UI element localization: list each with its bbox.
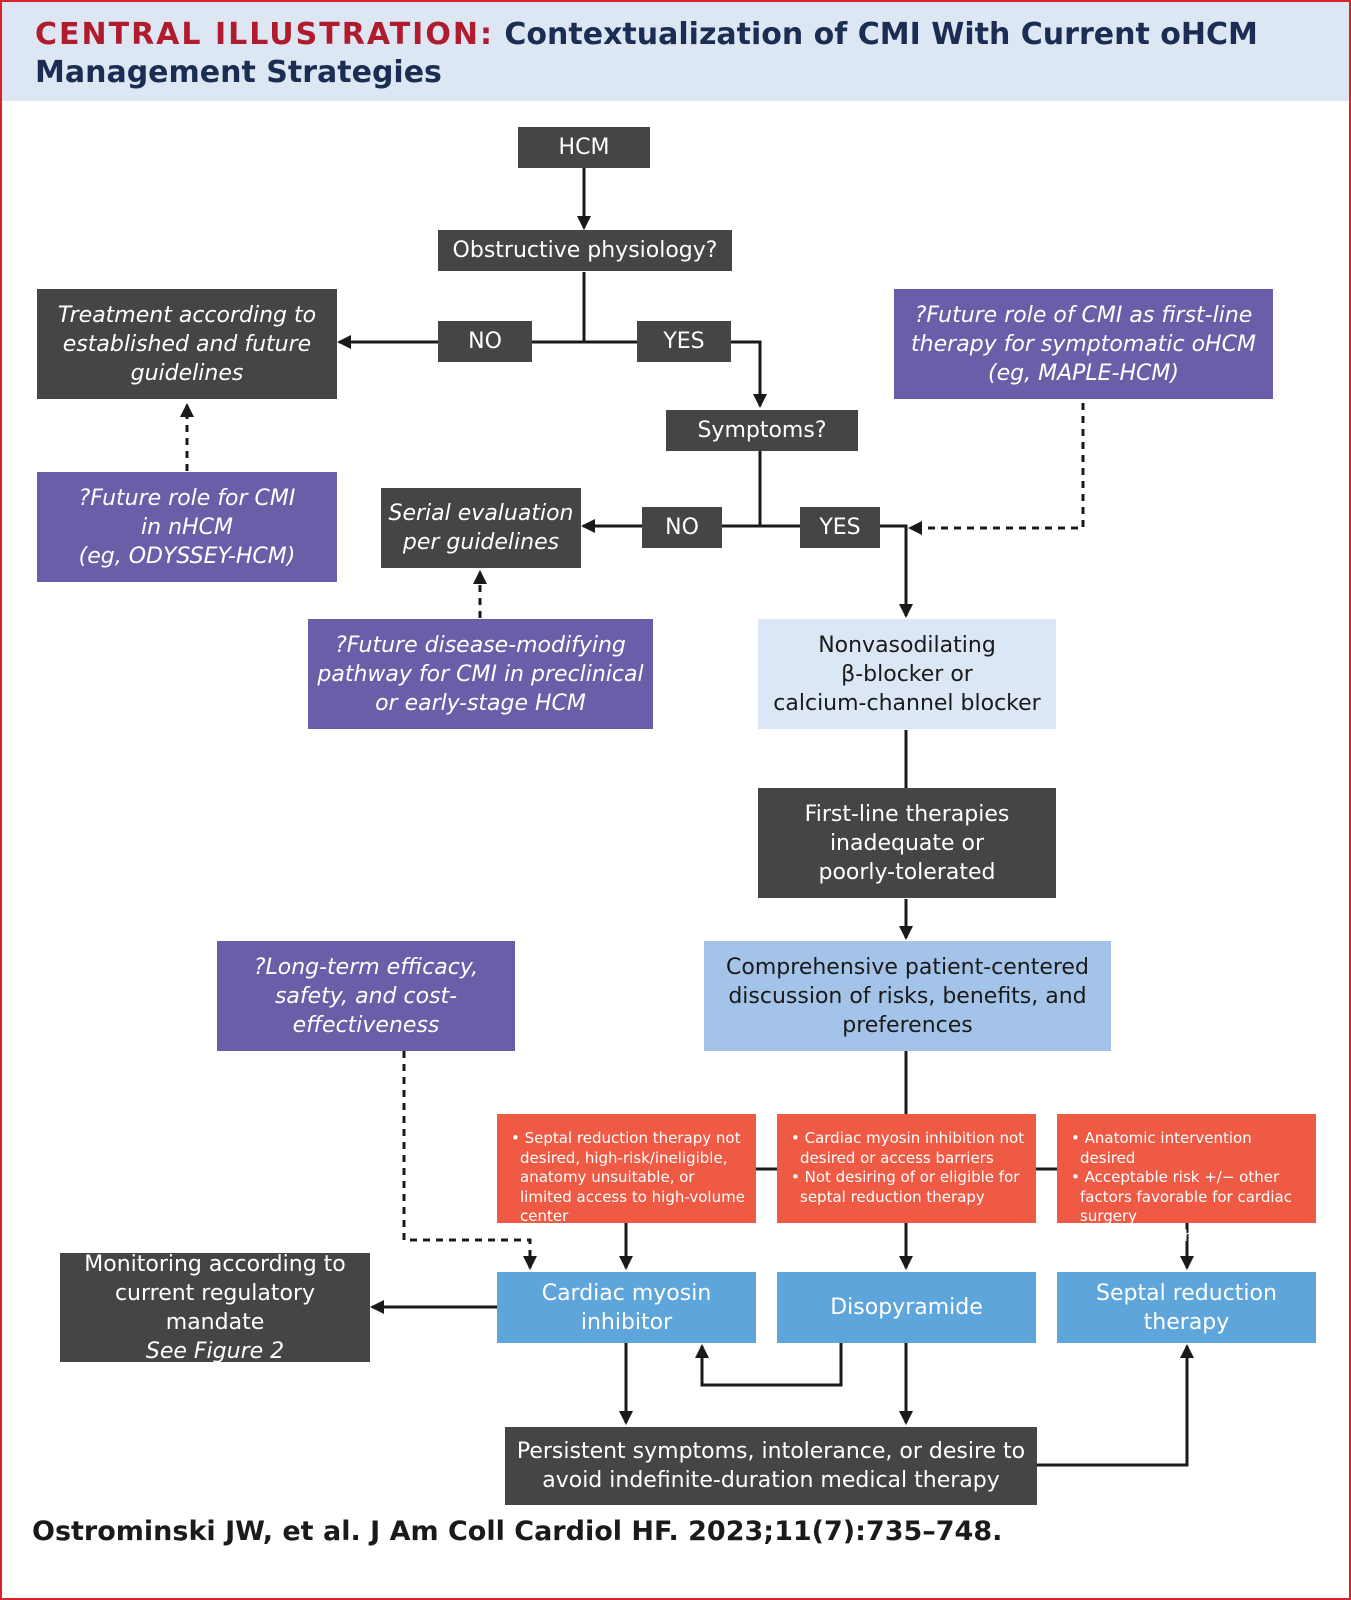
node-treatment-line-3: guidelines [130,360,244,386]
connector-dashed-firstline-yes [908,403,1085,535]
node-cmi-line-1: Cardiac myosin [541,1280,712,1306]
node-long-term-text: ?Long-term efficacy, safety, and cost- e… [254,953,478,1040]
node-nonvasodilating-blocker: Nonvasodilating β-blocker or calcium-cha… [758,619,1056,729]
node-comprehensive-text: Comprehensive patient-centered discussio… [726,953,1089,1040]
node-monitoring-text: Monitoring according to current regulato… [66,1250,364,1366]
node-yes-obstructive-label: YES [663,329,705,354]
node-future-disease-line-2: pathway for CMI in preclinical [317,661,644,687]
connector-persistent-srt [1037,1344,1194,1467]
criteria-srt-bullet-1: • Anatomic intervention desired [1071,1129,1252,1167]
node-long-term-efficacy: ?Long-term efficacy, safety, and cost- e… [217,941,515,1051]
header-band: CENTRAL ILLUSTRATION: Contextualization … [2,2,1349,101]
node-long-term-line-3: effectiveness [292,1012,440,1038]
node-future-disease-modifying: ?Future disease-modifying pathway for CM… [308,619,653,729]
node-srt-line-1: Septal reduction [1096,1280,1277,1306]
node-first-line-line-1: First-line therapies [804,801,1010,827]
node-obstructive-physiology: Obstructive physiology? [438,230,732,271]
connector-yes-symptoms [731,340,767,408]
connector-diso-cmi [695,1342,843,1387]
page-title: CENTRAL ILLUSTRATION: Contextualization … [35,16,1325,92]
title-lead: CENTRAL ILLUSTRATION: [35,17,494,52]
node-comprehensive-line-1: Comprehensive patient-centered [726,954,1089,980]
node-monitoring: Monitoring according to current regulato… [60,1252,370,1364]
node-yes-symptoms-label: YES [819,515,861,540]
node-persistent-line-1: Persistent symptoms, intolerance, or des… [516,1439,1026,1464]
node-cmi-line-2: inhibitor [580,1309,673,1335]
node-nonvasodilating-line-2: β-blocker or [841,661,973,687]
node-future-disease-text: ?Future disease-modifying pathway for CM… [317,631,643,718]
node-symptoms: Symptoms? [666,410,858,451]
node-future-first-line-text: ?Future role of CMI as first-line therap… [911,301,1256,388]
node-comprehensive-discussion: Comprehensive patient-centered discussio… [704,941,1111,1051]
node-future-disease-line-3: or early-stage HCM [375,690,586,716]
node-first-line-text: First-line therapies inadequate or poorl… [805,800,1010,887]
criteria-diso-bullet-2: • Not desiring of or eligible for septal… [791,1168,1020,1206]
node-first-line-inadequate: First-line therapies inadequate or poorl… [758,788,1056,898]
node-future-nhcm-line-1: ?Future role for CMI [78,485,296,511]
node-first-line-line-2: inadequate or [829,830,985,856]
node-persistent-line-2: avoid indefinite-duration medical therap… [542,1468,1000,1493]
citation: Ostrominski JW, et al. J Am Coll Cardiol… [32,1516,1003,1547]
node-disopyramide: Disopyramide [777,1272,1036,1343]
node-comprehensive-line-2: discussion of risks, benefits, and [728,983,1087,1009]
node-serial-line-2: per guidelines [402,530,560,555]
node-monitoring-line-3: See Figure 2 [145,1338,285,1364]
node-srt-line-2: therapy [1143,1309,1230,1335]
node-no-symptoms: NO [642,507,722,548]
criteria-diso-bullet-1: • Cardiac myosin inhibition not desired … [791,1129,1025,1167]
node-cardiac-myosin-inhibitor: Cardiac myosin inhibitor [497,1272,756,1343]
node-comprehensive-line-3: preferences [842,1012,973,1038]
node-symptoms-label: Symptoms? [697,418,827,443]
node-treatment-text: Treatment according to established and f… [58,301,316,388]
node-first-line-line-3: poorly-tolerated [818,859,996,885]
node-future-first-line: ?Future role of CMI as first-line therap… [894,289,1273,399]
node-future-first-line-line-3: (eg, MAPLE-HCM) [988,360,1179,386]
node-criteria-cmi: • Septal reduction therapy not desired, … [497,1114,756,1225]
node-yes-obstructive: YES [637,321,731,362]
node-persistent-symptoms: Persistent symptoms, intolerance, or des… [505,1427,1037,1505]
node-serial-text: Serial evaluation per guidelines [389,499,574,557]
node-no-obstructive: NO [438,321,532,362]
node-serial-evaluation: Serial evaluation per guidelines [381,488,581,568]
node-future-disease-line-1: ?Future disease-modifying [335,632,626,658]
node-nonvasodilating-line-3: calcium-channel blocker [773,690,1041,716]
criteria-srt-bullet-3: • Access to high-volume center [1071,1226,1307,1245]
node-obstructive-label: Obstructive physiology? [452,238,718,263]
node-nonvasodilating-text: Nonvasodilating β-blocker or calcium-cha… [773,631,1040,718]
criteria-srt-bullet-2: • Acceptable risk +/− other factors favo… [1071,1168,1292,1225]
node-criteria-srt: • Anatomic intervention desired • Accept… [1057,1114,1316,1245]
node-treatment-line-2: established and future [62,331,312,357]
node-cmi-text: Cardiac myosin inhibitor [542,1279,712,1337]
node-future-nhcm: ?Future role for CMI in nHCM (eg, ODYSSE… [37,472,337,582]
node-future-nhcm-text: ?Future role for CMI in nHCM (eg, ODYSSE… [79,484,296,571]
title-rest: Contextualization of CMI With Current oH… [35,17,1258,90]
connector-dashed-longterm-cmi [402,1051,537,1270]
node-serial-line-1: Serial evaluation [388,501,574,526]
node-yes-symptoms: YES [800,507,880,548]
node-persistent-text: Persistent symptoms, intolerance, or des… [517,1437,1025,1495]
node-monitoring-line-1: Monitoring according to [84,1251,346,1277]
node-long-term-line-1: ?Long-term efficacy, [253,954,479,980]
node-hcm-label: HCM [558,135,610,160]
node-disopyramide-label: Disopyramide [830,1295,983,1320]
node-srt-text: Septal reduction therapy [1096,1279,1277,1337]
node-no-symptoms-label: NO [665,515,699,540]
node-hcm: HCM [518,127,650,168]
node-future-first-line-line-2: therapy for symptomatic oHCM [911,331,1256,357]
node-treatment-guidelines: Treatment according to established and f… [37,289,337,399]
node-criteria-disopyramide: • Cardiac myosin inhibition not desired … [777,1114,1036,1223]
node-future-first-line-line-1: ?Future role of CMI as first-line [914,302,1253,328]
node-long-term-line-2: safety, and cost- [274,983,458,1009]
node-monitoring-line-2: current regulatory mandate [114,1280,316,1335]
node-septal-reduction-therapy: Septal reduction therapy [1057,1272,1316,1343]
node-future-nhcm-line-2: in nHCM [141,514,233,540]
node-nonvasodilating-line-1: Nonvasodilating [818,632,996,658]
node-future-nhcm-line-3: (eg, ODYSSEY-HCM) [78,543,296,569]
node-no-obstructive-label: NO [468,329,502,354]
node-treatment-line-1: Treatment according to [57,302,317,328]
criteria-cmi-bullet-1: • Septal reduction therapy not desired, … [511,1129,745,1225]
connector-yes2-nonvasodilating [880,524,913,618]
